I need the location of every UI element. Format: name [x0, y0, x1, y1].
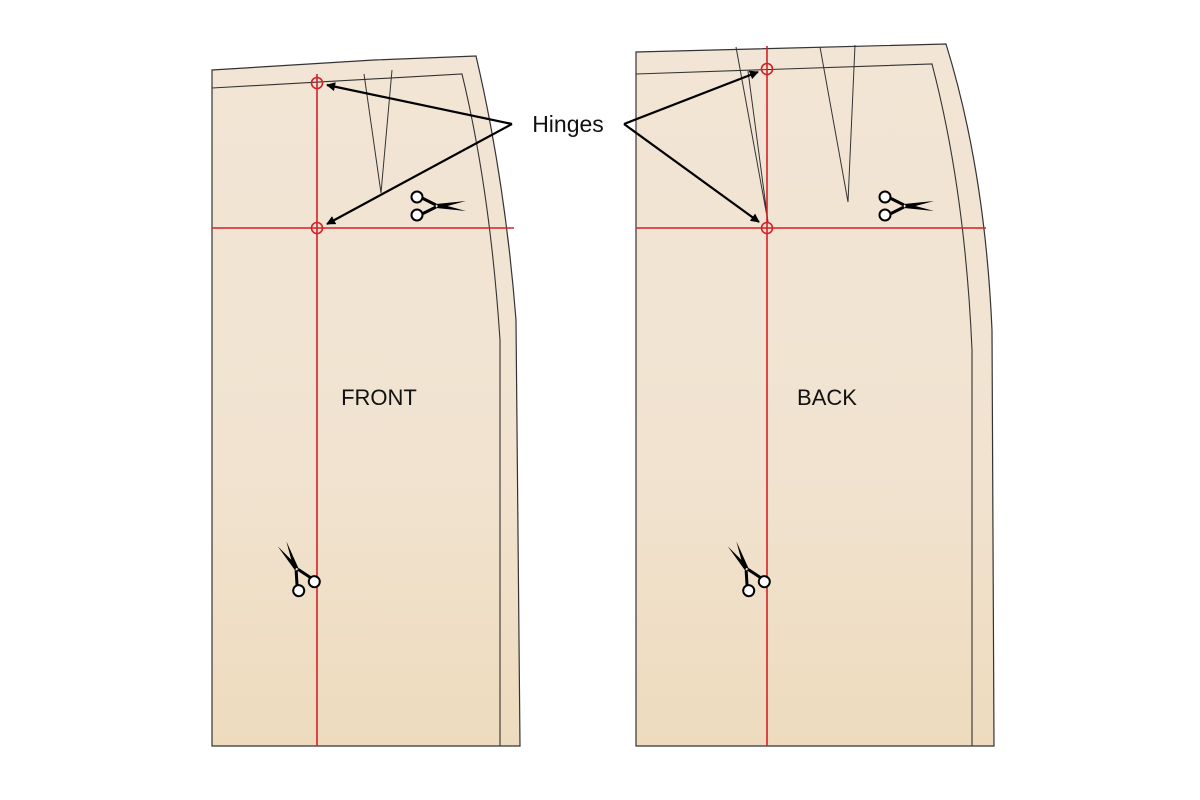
back-label: BACK	[797, 385, 857, 410]
hinges-callout: Hinges	[326, 70, 760, 225]
hinges-label: Hinges	[532, 111, 604, 137]
front-label: FRONT	[341, 385, 417, 410]
back-pattern-piece: BACK	[635, 43, 995, 747]
hinge-arrow	[326, 82, 513, 126]
hinge-arrow	[623, 70, 759, 126]
back-seam-line	[635, 63, 973, 746]
front-pattern-piece: FRONT	[211, 55, 521, 747]
hinge-arrow	[623, 123, 760, 223]
hinge-icon	[760, 221, 774, 235]
hinge-icon	[310, 76, 324, 90]
hinge-arrow	[326, 123, 513, 225]
hinge-icon	[310, 221, 324, 235]
back-dart-right	[819, 44, 856, 203]
back-piece-outline	[635, 43, 995, 747]
front-seam-line	[211, 73, 501, 746]
hinge-icon	[760, 62, 774, 76]
front-dart	[363, 69, 393, 194]
